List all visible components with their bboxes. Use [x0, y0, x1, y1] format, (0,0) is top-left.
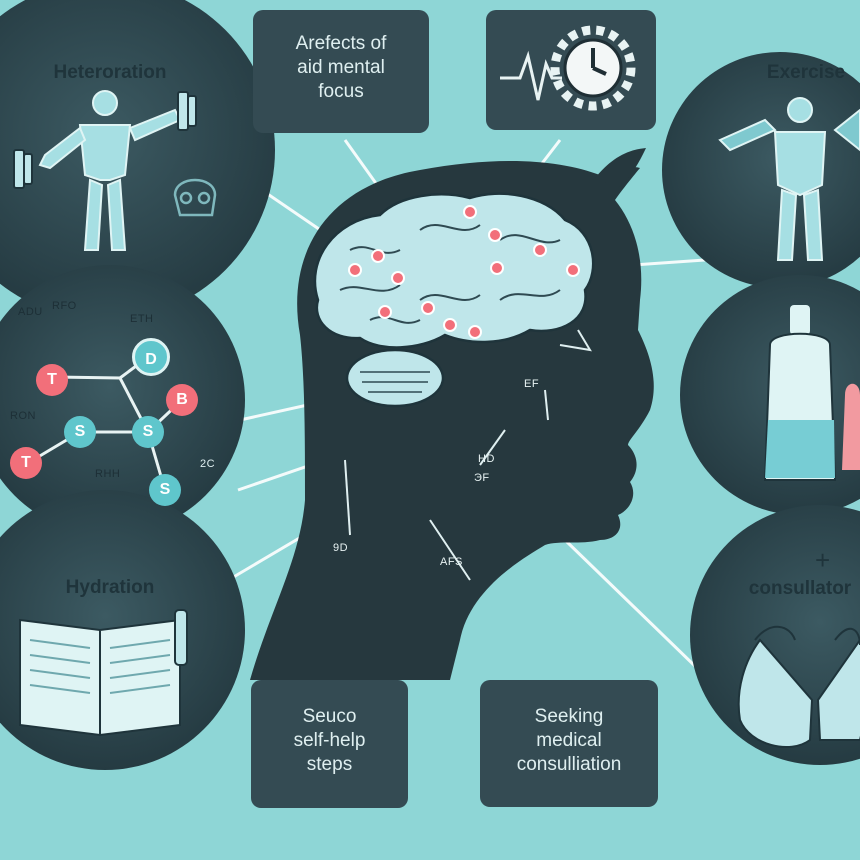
box-top-center-text: Arefects of aid mental focus [253, 32, 429, 104]
network-node: S [64, 416, 96, 448]
box-line: focus [318, 81, 364, 102]
circle-title-consultation: consullator [748, 578, 852, 599]
head-label: 9D [333, 542, 349, 554]
network-node: S [132, 416, 164, 448]
book-icon [19, 609, 188, 737]
box-line: Seeking [534, 706, 604, 727]
head-label: HD [478, 453, 495, 465]
box-line: Arefects of [295, 33, 387, 54]
box-bottom-left [251, 680, 408, 808]
box-top-center [253, 10, 429, 133]
network-node: S [149, 474, 181, 506]
box-bottom-left-text: Seuco self-help steps [251, 705, 408, 777]
box-bottom-right [480, 680, 658, 807]
dumbbell-icon [13, 91, 197, 189]
heartbeat-icon [500, 50, 562, 101]
head-label: EF [524, 378, 540, 390]
box-line: aid mental [297, 57, 385, 78]
network-node: T [36, 364, 68, 396]
head-label: ЭF [474, 472, 490, 484]
brain-icon [313, 192, 595, 408]
circle-title-hydration: Hydration [65, 577, 155, 598]
head-lines [344, 329, 592, 581]
plus-icon: + [815, 545, 831, 575]
circle-title-exercise: Exercise [766, 62, 846, 83]
network-node: D [132, 338, 170, 376]
network-label: 2C [200, 458, 216, 470]
network-label: RFO [52, 300, 77, 312]
hands-icon [737, 625, 860, 749]
circle-network [0, 265, 245, 535]
bodybuilder-figure-right [718, 97, 860, 261]
clock-gear-icon [550, 25, 636, 111]
box-line: steps [306, 754, 353, 775]
network-label: ADU [18, 306, 43, 318]
head-label: AFS [440, 556, 463, 568]
network-label: ETH [130, 313, 154, 325]
network-label: RON [10, 410, 36, 422]
bottle-icon [763, 305, 860, 481]
circle-heteroration [0, 0, 275, 320]
network-node: T [10, 447, 42, 479]
circle-title-heteroration: Heteroration [53, 62, 167, 83]
network-node: B [166, 384, 198, 416]
bodybuilder-figure-left [38, 90, 182, 251]
circle-exercise [662, 52, 860, 288]
box-bottom-right-text: Seeking medical consulliation [480, 705, 658, 777]
box-line: Seuco [302, 706, 357, 727]
skull-icon [173, 178, 217, 217]
box-line: medical [536, 730, 602, 751]
network-label: RHH [95, 468, 121, 480]
box-line: self-help [293, 730, 366, 751]
box-line: consulliation [516, 754, 622, 775]
